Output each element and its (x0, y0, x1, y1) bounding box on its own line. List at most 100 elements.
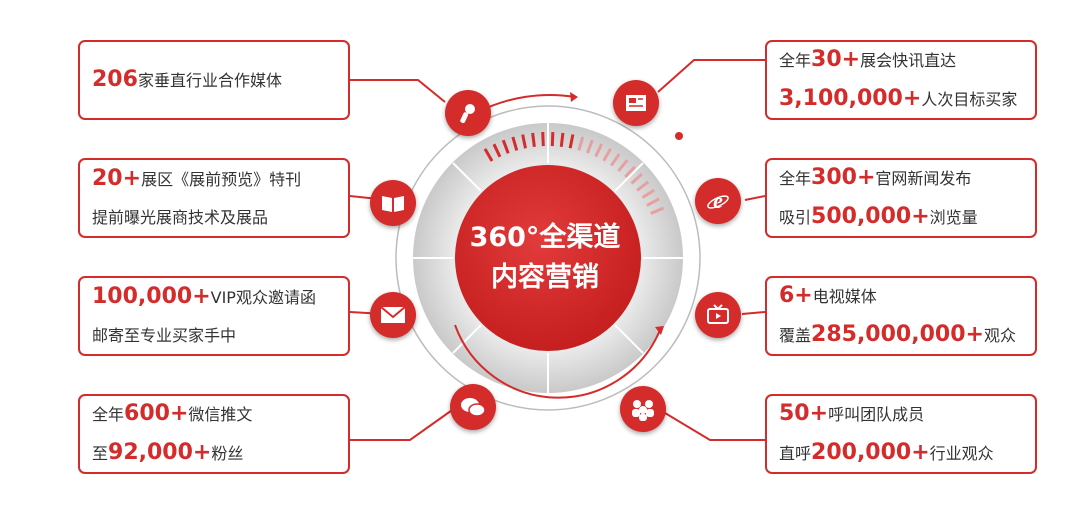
top-arrow (477, 94, 576, 113)
box-text: 吸引 (779, 208, 812, 227)
box-text: 人次目标买家 (921, 90, 1018, 109)
box-text: 观众 (983, 326, 1016, 345)
tick-bar (511, 136, 519, 151)
highlight-number: 200,000+ (811, 440, 930, 465)
call-team-icon (620, 386, 666, 432)
tick-bar (501, 139, 510, 154)
highlight-number: 92,000+ (108, 440, 212, 465)
highlight-number: 6+ (779, 283, 813, 308)
box-text: 展区《展前预览》特刊 (141, 169, 302, 189)
box-text: 全年 (779, 169, 812, 188)
tick-bar (541, 132, 545, 147)
highlight-number: 3,100,000+ (779, 86, 922, 111)
tick-bar (521, 134, 527, 149)
browser-e-icon: e (695, 178, 741, 224)
highlight-number: 300+ (811, 165, 876, 190)
ring-segments (413, 123, 683, 393)
box-text: 邮寄至专业买家手中 (92, 325, 237, 345)
box-text: 全年 (92, 405, 125, 424)
bottom-arrow (454, 324, 661, 399)
tick-bar (594, 143, 604, 158)
tick-bars (483, 132, 665, 215)
tick-bar (641, 188, 655, 199)
box-text: VIP观众邀请函 (210, 287, 316, 307)
accent-dot (675, 132, 683, 140)
box-line: 3,100,000+人次目标买家 (779, 80, 1023, 119)
box-line: 50+呼叫团队成员 (779, 395, 1023, 434)
tick-bar (636, 180, 650, 192)
box-line: 提前曝光展商技术及展品 (92, 199, 336, 237)
center-title-line1: 360°全渠道 (469, 222, 621, 253)
tick-bar (531, 132, 536, 148)
box-text: 呼叫团队成员 (828, 405, 925, 424)
box-line: 邮寄至专业买家手中 (92, 317, 336, 355)
tv-icon (695, 292, 741, 338)
microphone-icon (445, 90, 491, 136)
tick-bar (617, 159, 629, 172)
box-text: 家垂直行业合作媒体 (137, 70, 282, 90)
box-text: 至 (92, 444, 109, 463)
box-text: 浏览量 (929, 208, 978, 227)
connector-lines (349, 59, 766, 441)
highlight-number: 20+ (92, 165, 142, 191)
box-text: 直呼 (779, 444, 812, 463)
box-text: 粉丝 (211, 444, 244, 463)
highlight-number: 50+ (779, 401, 829, 426)
tick-bar (586, 139, 594, 154)
outer-ring (395, 105, 701, 411)
tick-bar (610, 153, 621, 167)
box-text: 行业观众 (929, 444, 994, 463)
wechat-icon (450, 384, 496, 430)
open-book-icon (370, 180, 416, 226)
tick-bar (646, 197, 660, 207)
box-line: 6+电视媒体 (779, 277, 1023, 316)
box-line: 100,000+VIP观众邀请函 (92, 278, 336, 317)
tick-bar (492, 143, 502, 158)
center-title-line2: 内容营销 (491, 262, 599, 293)
box-text: 覆盖 (779, 326, 812, 345)
tick-bar (630, 172, 643, 185)
info-box-preview-special: 20+展区《展前预览》特刊提前曝光展商技术及展品 (78, 158, 350, 238)
tick-bar (602, 147, 612, 162)
newspaper-icon (613, 80, 659, 126)
info-box-vip-invitation: 100,000+VIP观众邀请函邮寄至专业买家手中 (78, 276, 350, 356)
highlight-number: 100,000+ (92, 283, 211, 309)
box-text: 展会快讯直达 (860, 51, 957, 70)
highlight-number: 30+ (811, 47, 861, 72)
box-text: 提前曝光展商技术及展品 (92, 207, 269, 227)
tick-bar (577, 136, 585, 151)
tick-bar (624, 165, 636, 178)
tick-bar (550, 132, 555, 147)
box-text: 电视媒体 (812, 287, 877, 306)
tick-bar (568, 134, 575, 149)
box-line: 20+展区《展前预览》特刊 (92, 160, 336, 199)
tick-bar (483, 148, 494, 162)
tick-bar (559, 132, 565, 147)
envelope-icon (370, 292, 416, 338)
highlight-number: 206 (92, 66, 138, 92)
svg-text:e: e (713, 189, 723, 213)
center-circle (455, 165, 641, 351)
box-text: 全年 (779, 51, 812, 70)
highlight-number: 500,000+ (811, 204, 930, 229)
box-text: 微信推文 (188, 405, 253, 424)
box-text: 官网新闻发布 (875, 169, 972, 188)
center-title: 360°全渠道 内容营销 (455, 218, 635, 298)
highlight-number: 285,000,000+ (811, 322, 984, 347)
highlight-number: 600+ (124, 401, 189, 426)
tick-bar (650, 206, 665, 215)
